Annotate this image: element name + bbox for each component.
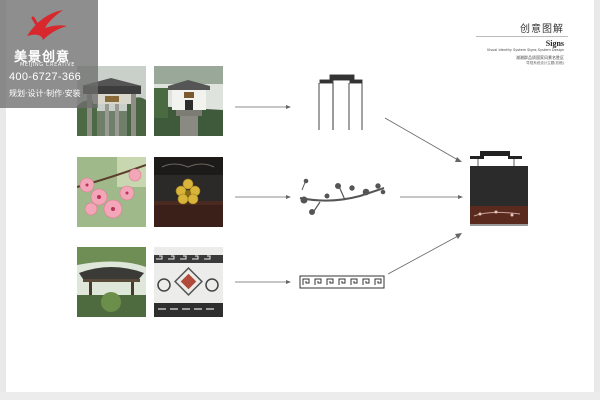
peach-blossom-photo [77,157,146,227]
system-caption-cn: 湖湘群品质国家风景名胜区 [516,55,564,60]
gold-flower-carving-photo [154,157,223,227]
pavilion-roof-photo [77,247,146,317]
page-title: 创意图解 [520,24,564,35]
brand-phone: 400-6727-366 [9,71,82,83]
section-subtitle: Signs [545,39,564,48]
brand-swoosh-icon [27,10,67,40]
page-border-bottom [0,392,600,400]
brand-overlay: 美景创意 MEIJING CREATIVE 400-6727-366 规划·设计… [0,0,98,108]
page-border-left [0,0,6,400]
temple-gate-photo [154,66,223,136]
brand-services: 规划·设计·制作·安装 [9,89,81,98]
brand-name: 美景创意 [14,50,71,65]
brand-subtitle: MEIJING CREATIVE [20,62,75,68]
page-border-right [594,0,600,400]
title-divider [476,36,568,37]
system-caption-en: Visual Identity System Signs System Desi… [486,48,564,52]
system-caption-cn-2: 导视系统设计主题(初稿) [526,61,564,65]
fretwork-pattern-photo [154,247,223,317]
